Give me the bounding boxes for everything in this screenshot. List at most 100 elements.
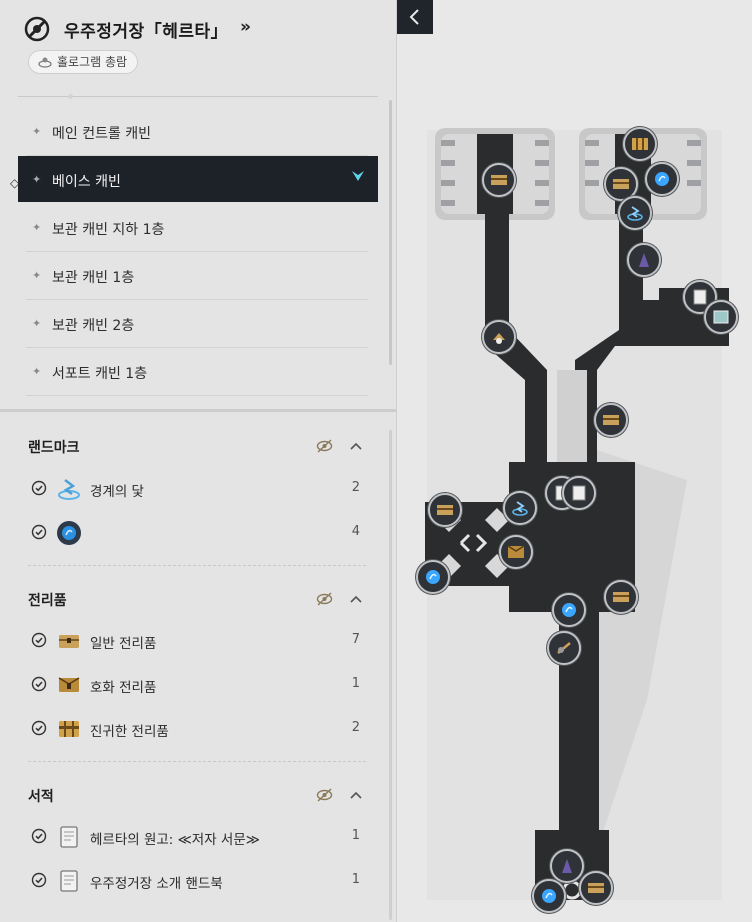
hide-eye-icon[interactable] bbox=[316, 439, 333, 453]
filter-label: 헤르타의 원고: ≪저자 서문≫ bbox=[90, 832, 260, 848]
chest-marker[interactable] bbox=[594, 403, 628, 437]
chest-marker[interactable] bbox=[428, 493, 462, 527]
floor-label: 베이스 캐빈 bbox=[52, 174, 121, 190]
warp-orb-icon bbox=[426, 570, 440, 584]
puzzle-icon bbox=[713, 310, 729, 324]
warp-orb-icon bbox=[57, 521, 81, 545]
chest-marker[interactable] bbox=[604, 167, 638, 201]
header: 우주정거장「헤르타」 » 홀로그램 총람 bbox=[0, 0, 396, 96]
checkbox-checked-icon[interactable] bbox=[31, 872, 47, 888]
chest-marker[interactable] bbox=[482, 163, 516, 197]
chest-marker[interactable] bbox=[579, 871, 613, 905]
hologram-overview-button[interactable]: 홀로그램 총람 bbox=[28, 50, 139, 74]
item-marker[interactable] bbox=[482, 320, 516, 354]
filter-count: 1 bbox=[351, 676, 360, 691]
chest-marker[interactable] bbox=[623, 127, 657, 161]
filter-count: 1 bbox=[351, 828, 360, 843]
hologram-overview-label: 홀로그램 총람 bbox=[57, 55, 128, 69]
anchor-icon bbox=[627, 206, 643, 221]
station-logo-icon bbox=[24, 16, 50, 42]
warp-marker[interactable] bbox=[552, 593, 586, 627]
star-icon: ✦ bbox=[32, 365, 42, 378]
filter-label: 호화 전리품 bbox=[90, 680, 157, 696]
hide-eye-icon[interactable] bbox=[316, 788, 333, 802]
item-icon bbox=[557, 642, 571, 654]
filter-count: 7 bbox=[351, 632, 360, 647]
floor-label: 서포트 캐빈 1층 bbox=[52, 366, 148, 382]
section-divider bbox=[0, 409, 396, 412]
filter-row[interactable]: 4 bbox=[0, 511, 385, 555]
warp-marker[interactable] bbox=[532, 879, 566, 913]
filter-count: 2 bbox=[351, 720, 360, 735]
divider-dot bbox=[68, 94, 73, 99]
filter-label: 우주정거장 소개 핸드북 bbox=[90, 876, 223, 892]
precious-chest-icon bbox=[59, 721, 79, 737]
basic-chest-icon bbox=[603, 415, 619, 425]
selected-check-icon bbox=[352, 171, 364, 181]
expand-chevron-icon[interactable]: » bbox=[240, 17, 251, 37]
enemy-icon bbox=[562, 859, 572, 873]
anchor-icon bbox=[58, 479, 80, 500]
divider bbox=[18, 96, 378, 97]
warp-orb-icon bbox=[542, 889, 556, 903]
floor-item[interactable]: ✦ 메인 컨트롤 캐빈 bbox=[26, 108, 368, 156]
floor-label: 메인 컨트롤 캐빈 bbox=[52, 126, 152, 142]
filter-row[interactable]: 우주정거장 소개 핸드북 1 bbox=[0, 859, 385, 903]
filter-scrollbar[interactable] bbox=[389, 430, 392, 920]
map-view[interactable] bbox=[397, 0, 752, 922]
checkbox-checked-icon[interactable] bbox=[31, 632, 47, 648]
enemy-marker[interactable] bbox=[627, 243, 661, 277]
warp-orb-icon bbox=[655, 172, 669, 186]
collapse-caret-icon[interactable] bbox=[349, 790, 363, 800]
floor-label: 보관 캐빈 1층 bbox=[52, 270, 135, 286]
warp-marker[interactable] bbox=[645, 162, 679, 196]
basic-chest-icon bbox=[613, 592, 629, 602]
checkbox-checked-icon[interactable] bbox=[31, 720, 47, 736]
book-icon bbox=[572, 485, 586, 501]
anchor-marker[interactable] bbox=[503, 491, 537, 525]
star-icon: ✦ bbox=[32, 269, 42, 282]
book-marker[interactable] bbox=[562, 476, 596, 510]
floor-item[interactable]: ✦ 보관 캐빈 지하 1층 bbox=[26, 204, 368, 252]
bountiful-chest-icon bbox=[507, 545, 525, 558]
floor-item-active[interactable]: ✦ 베이스 캐빈 bbox=[18, 156, 378, 202]
filter-row[interactable]: 호화 전리품 1 bbox=[0, 663, 385, 707]
filter-row[interactable]: 일반 전리품 7 bbox=[0, 619, 385, 663]
checkbox-checked-icon[interactable] bbox=[31, 480, 47, 496]
hide-eye-icon[interactable] bbox=[316, 592, 333, 606]
chevron-left-icon bbox=[409, 9, 419, 25]
floor-item[interactable]: ✦ 보관 캐빈 2층 bbox=[26, 300, 368, 348]
collapse-sidebar-button[interactable] bbox=[397, 0, 433, 34]
sidebar: 우주정거장「헤르타」 » 홀로그램 총람 ◇› ✦ 메인 컨트롤 캐빈 ✦ 베이… bbox=[0, 0, 397, 922]
warp-marker[interactable] bbox=[416, 560, 450, 594]
star-icon: ✦ bbox=[32, 317, 42, 330]
book-icon bbox=[60, 870, 78, 892]
floor-item[interactable]: ✦ 보관 캐빈 1층 bbox=[26, 252, 368, 300]
item-marker[interactable] bbox=[547, 631, 581, 665]
anchor-marker[interactable] bbox=[618, 196, 652, 230]
filter-count: 2 bbox=[351, 480, 360, 495]
floor-list-scrollbar[interactable] bbox=[389, 100, 392, 365]
filter-label: 일반 전리품 bbox=[90, 636, 157, 652]
collapse-caret-icon[interactable] bbox=[349, 441, 363, 451]
checkbox-checked-icon[interactable] bbox=[31, 524, 47, 540]
filter-count: 4 bbox=[351, 524, 360, 539]
enemy-marker[interactable] bbox=[550, 849, 584, 883]
section-title: 서적 bbox=[28, 789, 54, 805]
checkbox-checked-icon[interactable] bbox=[31, 828, 47, 844]
anchor-icon bbox=[512, 501, 528, 516]
collapse-caret-icon[interactable] bbox=[349, 594, 363, 604]
filter-row[interactable]: 헤르타의 원고: ≪저자 서문≫ 1 bbox=[0, 815, 385, 859]
checkbox-checked-icon[interactable] bbox=[31, 676, 47, 692]
floor-label: 보관 캐빈 지하 1층 bbox=[52, 222, 165, 238]
book-icon bbox=[60, 826, 78, 848]
puzzle-marker[interactable] bbox=[704, 300, 738, 334]
chest-marker[interactable] bbox=[499, 535, 533, 569]
filter-row[interactable]: 진귀한 전리품 2 bbox=[0, 707, 385, 751]
floor-item[interactable]: ✦ 서포트 캐빈 1층 bbox=[26, 348, 368, 396]
basic-chest-icon bbox=[59, 635, 79, 648]
floor-label: 보관 캐빈 2층 bbox=[52, 318, 135, 334]
filter-row[interactable]: 경계의 닻 2 bbox=[0, 467, 385, 511]
chest-marker[interactable] bbox=[604, 580, 638, 614]
dashed-divider bbox=[28, 761, 366, 762]
